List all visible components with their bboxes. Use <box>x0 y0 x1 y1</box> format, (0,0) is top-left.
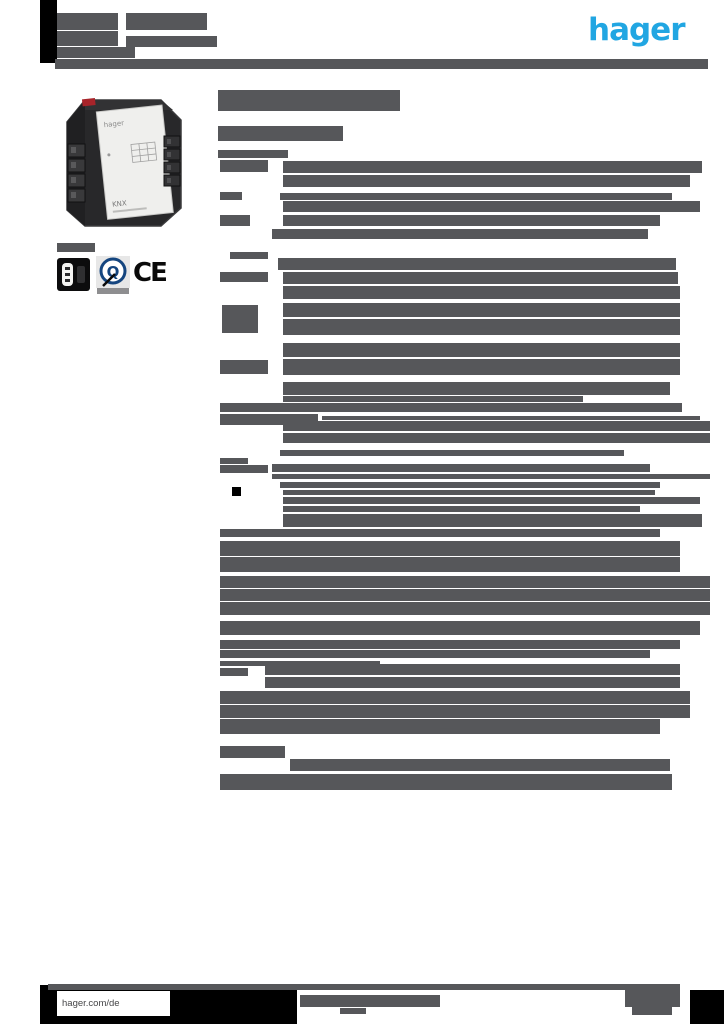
ce-mark-icon: CE <box>133 258 173 288</box>
redacted-text-block <box>283 396 583 402</box>
redacted-text-block <box>218 150 288 158</box>
redacted-text-block <box>272 474 710 479</box>
redacted-text-block <box>218 126 343 141</box>
redacted-text-block <box>220 621 700 635</box>
redacted-text-block <box>126 36 217 47</box>
redacted-text-block <box>280 482 660 488</box>
redacted-text-block <box>57 47 135 58</box>
redacted-text-block <box>625 984 680 1007</box>
redacted-text-block <box>283 514 702 527</box>
redacted-text-block <box>283 433 710 443</box>
product-image: hager KNX <box>55 86 193 238</box>
redacted-text-block <box>220 192 242 200</box>
redacted-text-block <box>220 557 680 572</box>
redacted-text-block <box>290 759 670 771</box>
redacted-text-block <box>283 490 655 495</box>
redacted-text-block <box>220 640 680 649</box>
redacted-text-block <box>300 995 440 1007</box>
redacted-text-block <box>283 201 700 212</box>
redacted-text-block <box>220 458 248 464</box>
certification-badges: Q <box>57 256 187 296</box>
redacted-text-block <box>220 719 660 734</box>
redacted-text-block <box>220 650 650 658</box>
redacted-text-block <box>220 602 710 615</box>
redacted-text-block <box>283 382 670 395</box>
redacted-text-block <box>265 664 680 675</box>
redacted-text-block <box>690 990 724 1024</box>
redacted-text-block <box>40 0 57 63</box>
redacted-text-block <box>220 414 318 425</box>
redacted-text-block <box>220 668 248 676</box>
redacted-text-block <box>283 286 680 299</box>
redacted-text-block <box>280 193 672 200</box>
redacted-text-block <box>283 497 700 504</box>
redacted-text-block <box>57 243 95 252</box>
redacted-text-block <box>220 215 250 226</box>
redacted-text-block <box>220 403 682 412</box>
redacted-text-block <box>220 774 672 790</box>
redacted-text-block <box>283 175 690 187</box>
redacted-text-block <box>220 661 380 666</box>
redacted-text-block <box>283 272 678 284</box>
redacted-text-block <box>283 421 710 431</box>
quality-letter: Q <box>107 263 120 281</box>
redacted-text-block <box>55 59 708 69</box>
redacted-text-block <box>48 984 627 990</box>
redacted-text-block <box>283 359 680 375</box>
redacted-text-block <box>283 319 680 335</box>
redacted-text-block <box>230 252 268 259</box>
redacted-text-block <box>222 305 258 333</box>
hager-logo: hager <box>588 10 708 50</box>
redacted-text-block <box>126 13 207 30</box>
redacted-text-block <box>220 746 285 758</box>
right-terminal-block <box>163 135 181 187</box>
redacted-text-block <box>220 272 268 282</box>
flush-mount-device-icon <box>57 258 90 291</box>
footer-website-text: hager.com/de <box>62 998 120 1009</box>
redacted-text-block <box>57 31 118 46</box>
footer-website-box: hager.com/de <box>57 991 170 1016</box>
redacted-text-block <box>283 215 660 226</box>
left-terminal-block <box>67 143 86 203</box>
redacted-text-block <box>272 229 648 239</box>
redacted-text-block <box>220 160 268 172</box>
label-knx-text: KNX <box>112 199 128 209</box>
redacted-text-block <box>280 450 624 456</box>
redacted-text-block <box>265 677 680 688</box>
redacted-text-block <box>220 360 268 374</box>
label-grid-diagram <box>130 141 158 163</box>
redacted-text-block <box>232 487 241 496</box>
redacted-text-block <box>220 576 710 588</box>
knx-module-illustration: hager KNX <box>66 98 182 227</box>
redacted-text-block <box>283 343 680 357</box>
redacted-text-block <box>218 90 400 111</box>
ce-mark-text: CE <box>133 258 168 288</box>
redacted-text-block <box>272 464 650 472</box>
redacted-text-block <box>322 416 700 420</box>
red-program-button <box>81 98 96 107</box>
redacted-text-block <box>57 13 118 30</box>
redacted-text-block <box>220 589 710 601</box>
redacted-text-block <box>220 465 268 473</box>
redacted-text-block <box>632 1007 672 1015</box>
redacted-text-block <box>283 506 640 512</box>
redacted-text-block <box>278 258 676 270</box>
redacted-text-block <box>220 529 660 537</box>
redacted-text-block <box>220 691 690 704</box>
redacted-text-block <box>340 1008 366 1014</box>
redacted-text-block <box>220 705 690 718</box>
hager-logo-text: hager <box>588 12 685 48</box>
label-brand-text: hager <box>103 119 124 129</box>
redacted-text-block <box>283 303 680 317</box>
redacted-text-block <box>220 541 680 556</box>
knx-quality-mark-icon: Q <box>96 256 130 294</box>
redacted-text-block <box>283 161 702 173</box>
